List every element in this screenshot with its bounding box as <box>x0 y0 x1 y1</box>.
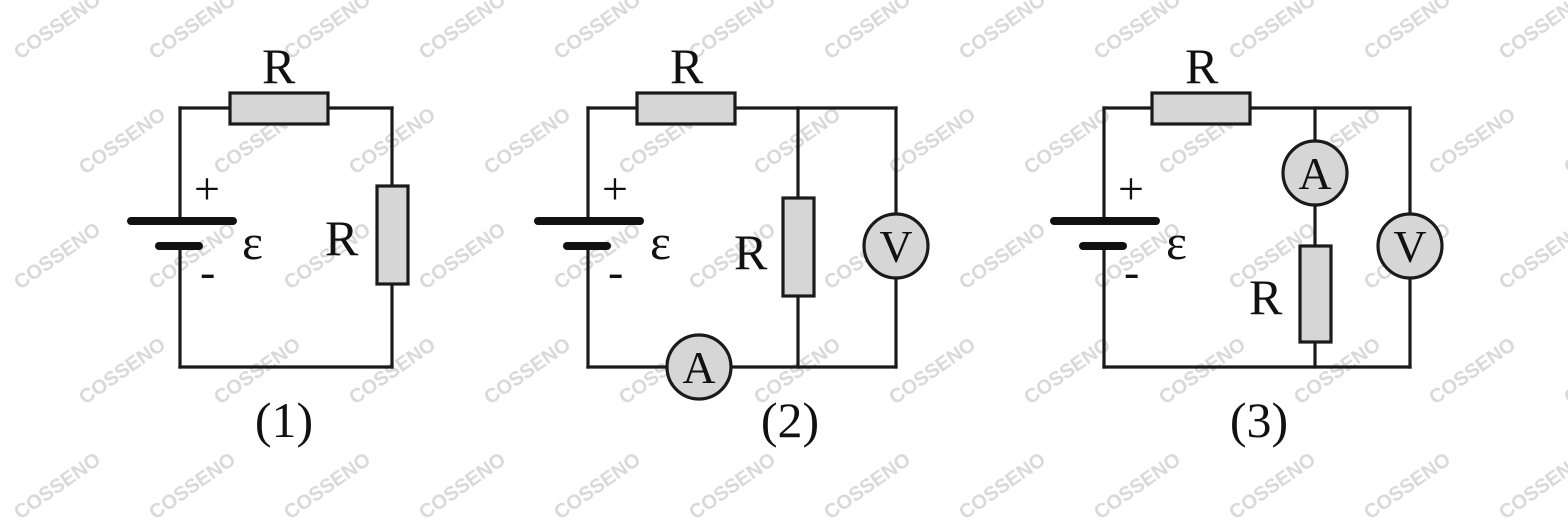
resistor-middle <box>781 196 816 298</box>
watermark-text: COSSENO <box>1020 334 1115 409</box>
resistor-right <box>375 184 410 286</box>
watermark-text: COSSENO <box>1425 104 1520 179</box>
resistor-top <box>635 91 737 126</box>
resistor-top-label: R <box>1185 38 1219 94</box>
resistor-top <box>228 91 330 126</box>
circuit-caption: (2) <box>761 392 819 448</box>
resistor-top-label: R <box>670 38 704 94</box>
circuit-2: + - ε R R V A (2) <box>534 38 930 448</box>
watermark-text: COSSENO <box>685 449 780 524</box>
watermark-text: COSSENO <box>955 449 1050 524</box>
watermark-text: COSSENO <box>1495 449 1568 524</box>
battery <box>127 217 237 250</box>
ammeter: A <box>665 333 733 401</box>
ammeter-label: A <box>1298 148 1331 199</box>
watermark-text: COSSENO <box>10 449 105 524</box>
watermark-text: COSSENO <box>820 449 915 524</box>
watermark-text: COSSENO <box>1560 104 1568 179</box>
watermark-text: COSSENO <box>1225 449 1320 524</box>
battery-minus-sign: - <box>200 246 215 297</box>
watermark-text: COSSENO <box>145 449 240 524</box>
circuit-1-wires <box>178 106 394 369</box>
watermark-text: COSSENO <box>885 334 980 409</box>
watermark-text: COSSENO <box>1225 0 1320 64</box>
watermark-text: COSSENO <box>1020 104 1115 179</box>
voltmeter: V <box>1376 212 1444 280</box>
battery <box>1050 217 1160 250</box>
emf-label: ε <box>650 214 671 270</box>
resistor-middle-label: R <box>734 224 768 280</box>
battery <box>534 217 644 250</box>
watermark-text: COSSENO <box>1560 334 1568 409</box>
watermark-text: COSSENO <box>1290 334 1385 409</box>
watermark-text: COSSENO <box>955 219 1050 294</box>
ammeter: A <box>1281 139 1349 207</box>
watermark-text: COSSENO <box>1090 449 1185 524</box>
resistor-middle <box>1298 244 1333 344</box>
circuit-caption: (3) <box>1230 392 1288 448</box>
resistor-middle-label: R <box>1249 269 1283 325</box>
battery-minus-sign: - <box>1124 246 1139 297</box>
watermark-text: COSSENO <box>1360 449 1455 524</box>
watermark-text: COSSENO <box>1495 0 1568 64</box>
watermark-text: COSSENO <box>550 0 645 64</box>
watermark-text: COSSENO <box>415 219 510 294</box>
circuit-3: + - ε R R A V (3) <box>1050 38 1444 448</box>
watermark-text: COSSENO <box>480 104 575 179</box>
battery-plus-sign: + <box>1118 163 1144 214</box>
watermark-text: COSSENO <box>1090 0 1185 64</box>
circuit-caption: (1) <box>255 392 313 448</box>
watermark-text: COSSENO <box>1495 219 1568 294</box>
circuit-3-wires <box>1102 106 1412 369</box>
watermark-text: COSSENO <box>415 0 510 64</box>
battery-minus-sign: - <box>608 246 623 297</box>
watermark-text: COSSENO <box>955 0 1050 64</box>
emf-label: ε <box>242 214 263 270</box>
emf-label: ε <box>1166 214 1187 270</box>
watermark-text: COSSENO <box>10 0 105 64</box>
watermark-text: COSSENO <box>75 334 170 409</box>
battery-plus-sign: + <box>602 163 628 214</box>
circuit-1: + - ε R R (1) <box>127 38 410 448</box>
resistor-top <box>1150 91 1252 126</box>
watermark-text: COSSENO <box>145 219 240 294</box>
watermark-text: COSSENO <box>280 449 375 524</box>
voltmeter-label: V <box>1393 221 1426 272</box>
watermark-text: COSSENO <box>550 219 645 294</box>
resistor-top-label: R <box>262 38 296 94</box>
resistor-right-label: R <box>325 210 359 266</box>
watermark-text: COSSENO <box>145 0 240 64</box>
watermark-text: COSSENO <box>415 449 510 524</box>
watermark-text: COSSENO <box>885 104 980 179</box>
voltmeter-label: V <box>879 221 912 272</box>
watermark-text: COSSENO <box>480 334 575 409</box>
ammeter-label: A <box>682 342 715 393</box>
watermark-text: COSSENO <box>1360 0 1455 64</box>
watermark-text: COSSENO <box>75 104 170 179</box>
watermark-text: COSSENO <box>820 0 915 64</box>
circuit-2-wires <box>586 106 898 369</box>
watermark-text: COSSENO <box>1425 334 1520 409</box>
voltmeter: V <box>862 212 930 280</box>
watermark-text: COSSENO <box>10 219 105 294</box>
battery-plus-sign: + <box>194 163 220 214</box>
watermark-text: COSSENO <box>550 449 645 524</box>
